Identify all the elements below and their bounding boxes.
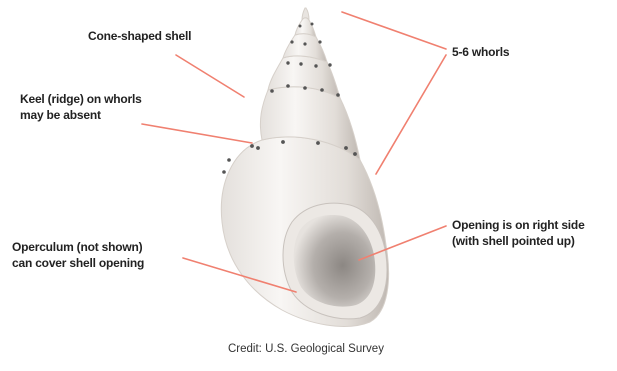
label-opening-line2: (with shell pointed up) <box>452 233 585 249</box>
label-operculum: Operculum (not shown) can cover shell op… <box>12 239 144 271</box>
leader-whorls-bottom <box>376 55 446 174</box>
image-credit: Credit: U.S. Geological Survey <box>228 343 384 355</box>
label-opening: Opening is on right side (with shell poi… <box>452 217 585 249</box>
label-whorls: 5-6 whorls <box>452 44 509 60</box>
label-keel: Keel (ridge) on whorls may be absent <box>20 91 142 123</box>
label-keel-line2: may be absent <box>20 107 142 123</box>
leader-cone-shaped-shell <box>176 55 244 97</box>
label-keel-line1: Keel (ridge) on whorls <box>20 91 142 107</box>
label-opening-line1: Opening is on right side <box>452 217 585 233</box>
leader-keel <box>142 124 252 143</box>
leader-whorls-top <box>342 12 446 49</box>
whorl-2 <box>295 18 316 37</box>
label-operculum-line2: can cover shell opening <box>12 255 144 271</box>
label-cone-shaped-shell: Cone-shaped shell <box>88 28 191 44</box>
snail-shell <box>221 8 388 326</box>
apex <box>302 8 309 20</box>
label-operculum-line1: Operculum (not shown) <box>12 239 144 255</box>
